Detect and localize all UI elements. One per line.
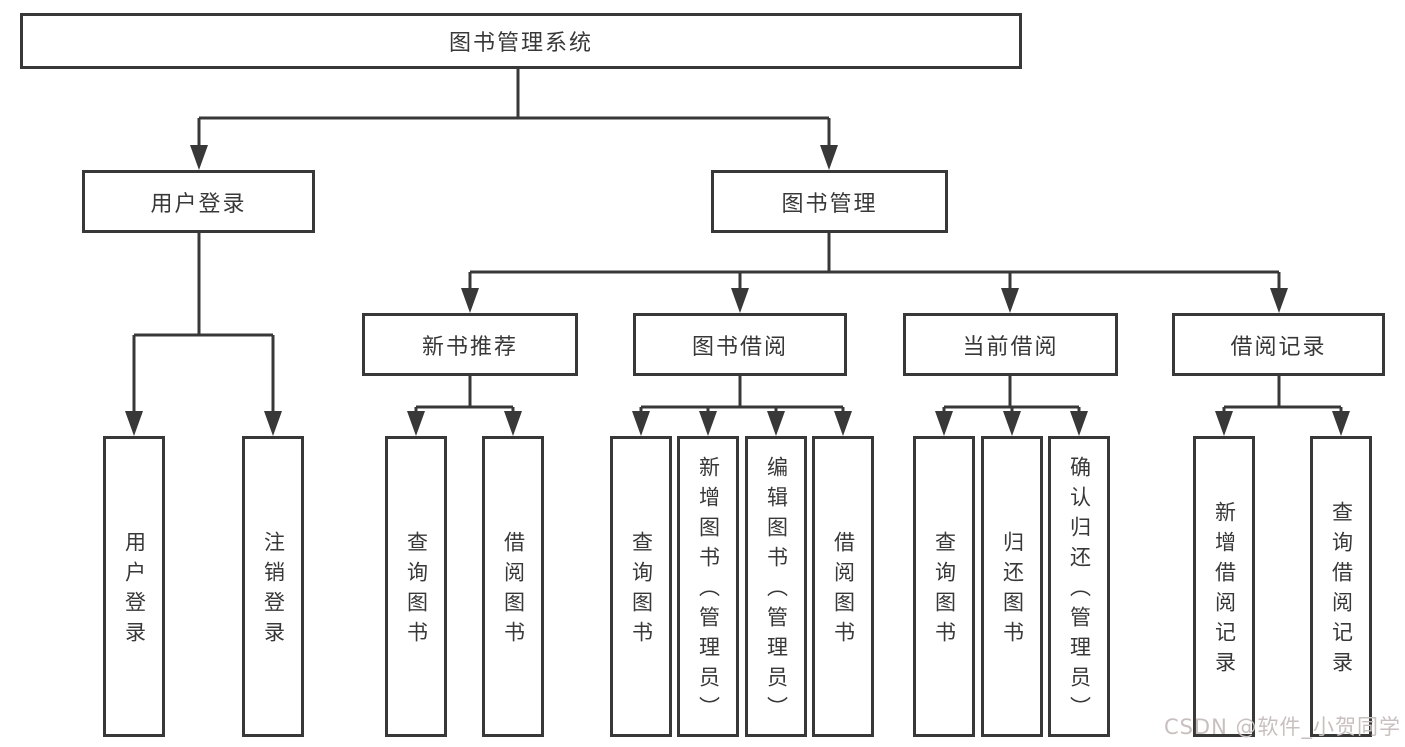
connector-paths (132, 69, 1343, 414)
arrowhead-icon (1001, 288, 1019, 313)
node-label: 借阅记录 (1230, 334, 1327, 360)
node-book-borrowing: 图书借阅 (633, 313, 847, 376)
leaf-label: 归还图书 (1000, 531, 1025, 651)
arrowhead-icon (1332, 411, 1350, 436)
leaf-label: 借阅图书 (831, 531, 856, 651)
leaf-label: 用户登录 (122, 531, 147, 651)
arrowhead-icon (699, 411, 717, 436)
arrowhead-icon (264, 411, 282, 436)
arrowhead-icon (834, 411, 852, 436)
csdn-watermark: CSDN @软件_小贺同学 (1163, 715, 1401, 739)
arrowhead-icon (1270, 288, 1288, 313)
node-user-login: 用户登录 (82, 170, 315, 233)
leaf-label: 借阅图书 (501, 531, 526, 651)
arrowhead-icon (504, 411, 522, 436)
node-label: 新书推荐 (421, 334, 518, 360)
node-library-management-system: 图书管理系统 (20, 13, 1022, 69)
leaf-borrow-books-recommend: 借阅图书 (482, 436, 544, 737)
leaf-label: 新增借阅记录 (1212, 501, 1237, 681)
leaf-label: 查询借阅记录 (1329, 501, 1354, 681)
arrowhead-icon (820, 145, 838, 170)
leaf-label: 确认归还（管理员） (1067, 456, 1092, 726)
node-current-borrowing: 当前借阅 (903, 313, 1118, 376)
arrowhead-icon (935, 411, 953, 436)
leaf-query-books-recommend: 查询图书 (385, 436, 447, 737)
leaf-user-login: 用户登录 (103, 436, 165, 737)
leaf-label: 新增图书（管理员） (696, 456, 721, 726)
node-label: 图书借阅 (691, 334, 788, 360)
leaf-add-books-admin: 新增图书（管理员） (677, 436, 739, 737)
leaf-borrow-books: 借阅图书 (812, 436, 874, 737)
leaf-label: 编辑图书（管理员） (764, 456, 789, 726)
arrowhead-icon (125, 411, 143, 436)
arrowhead-icon (1215, 411, 1233, 436)
leaf-edit-books-admin: 编辑图书（管理员） (745, 436, 807, 737)
node-label: 用户登录 (150, 191, 247, 217)
leaf-label: 查询图书 (404, 531, 429, 651)
node-borrowing-records: 借阅记录 (1172, 313, 1385, 376)
leaf-query-books-current: 查询图书 (913, 436, 975, 737)
arrowhead-icon (731, 288, 749, 313)
leaf-label: 查询图书 (932, 531, 957, 651)
node-label: 图书管理系统 (448, 31, 593, 56)
arrowhead-icon (632, 411, 650, 436)
node-label: 当前借阅 (962, 334, 1059, 360)
node-book-management: 图书管理 (711, 170, 948, 233)
node-new-book-recommendation: 新书推荐 (362, 313, 578, 376)
node-label: 图书管理 (781, 191, 878, 217)
leaf-query-borrow-record: 查询借阅记录 (1310, 436, 1372, 737)
arrowhead-icon (407, 411, 425, 436)
leaf-logout: 注销登录 (242, 436, 304, 737)
arrowhead-icon (190, 145, 208, 170)
leaf-query-books-borrowing: 查询图书 (610, 436, 672, 737)
leaf-add-borrow-record: 新增借阅记录 (1193, 436, 1255, 737)
leaf-confirm-return-admin: 确认归还（管理员） (1048, 436, 1110, 737)
arrowhead-icon (1070, 411, 1088, 436)
arrowhead-icon (767, 411, 785, 436)
leaf-label: 查询图书 (629, 531, 654, 651)
leaf-return-books: 归还图书 (981, 436, 1043, 737)
arrowhead-icons (125, 145, 1350, 436)
arrowhead-icon (1003, 411, 1021, 436)
arrowhead-icon (461, 288, 479, 313)
leaf-label: 注销登录 (261, 531, 286, 651)
